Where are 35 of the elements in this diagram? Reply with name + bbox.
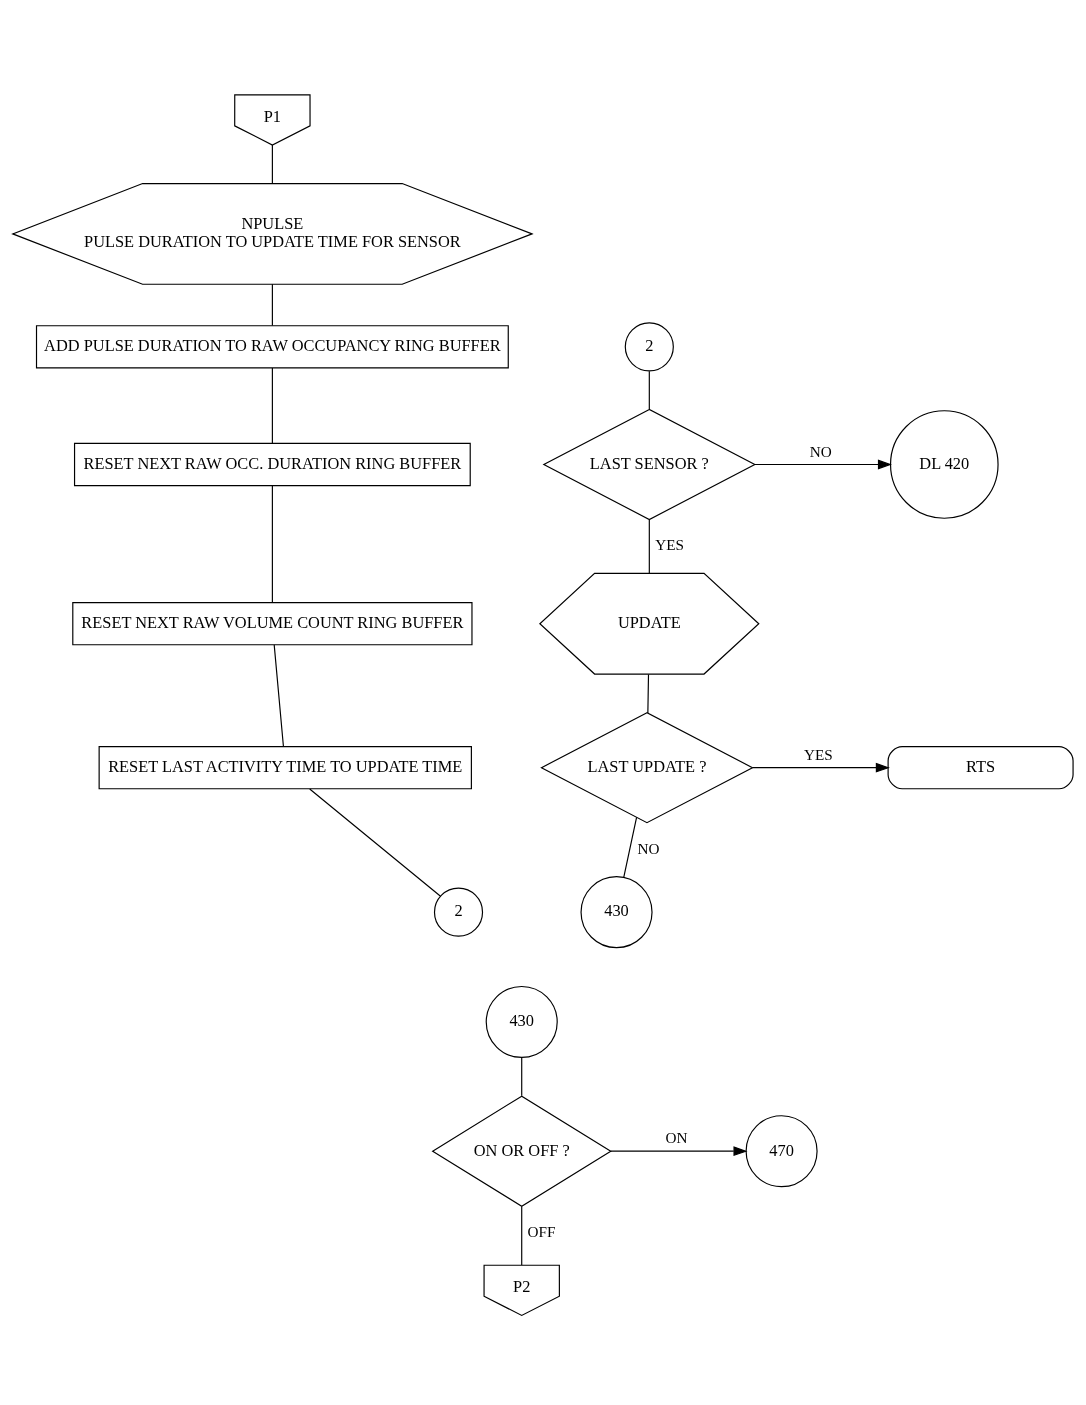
edge-label: YES (655, 536, 685, 554)
connector (273, 644, 284, 747)
arrow (754, 459, 892, 470)
node-circle: 430 (580, 876, 653, 949)
node-box: RTS (887, 746, 1074, 790)
connector (647, 673, 650, 714)
node-circle: DL 420 (889, 410, 999, 519)
connector (521, 1205, 523, 1266)
node-circle: 2 (433, 887, 484, 937)
connector (271, 367, 273, 444)
node-box: RESET LAST ACTIVITY TIME TO UPDATE TIME (98, 746, 472, 790)
connector (271, 144, 273, 185)
node-box: ADD PULSE DURATION TO RAW OCCUPANCY RING BUFFER (35, 325, 509, 369)
edge-label: NO (637, 839, 660, 857)
node-circle: 2 (624, 322, 674, 372)
edge-label: ON (665, 1129, 688, 1147)
node-diamond: LAST UPDATE ? (540, 712, 754, 824)
node-circle: 430 (485, 985, 558, 1059)
node-diamond: LAST SENSOR ? (542, 408, 757, 521)
connector (648, 370, 650, 410)
node-circle: 470 (745, 1115, 818, 1188)
connector (271, 283, 273, 327)
arrow (751, 762, 890, 773)
connector (648, 519, 650, 574)
edge-label: NO (809, 442, 832, 460)
connector (521, 1057, 523, 1097)
node-box: RESET NEXT RAW OCC. DURATION RING BUFFER (73, 442, 471, 487)
arrow (610, 1146, 748, 1157)
connector (271, 485, 273, 603)
node-diamond: ON OR OFF ? (431, 1095, 612, 1207)
edge-label: YES (803, 745, 833, 763)
node-box: RESET NEXT RAW VOLUME COUNT RING BUFFER (72, 602, 473, 646)
connector (623, 816, 638, 878)
connector (309, 788, 442, 897)
edge-label: OFF (527, 1223, 556, 1241)
